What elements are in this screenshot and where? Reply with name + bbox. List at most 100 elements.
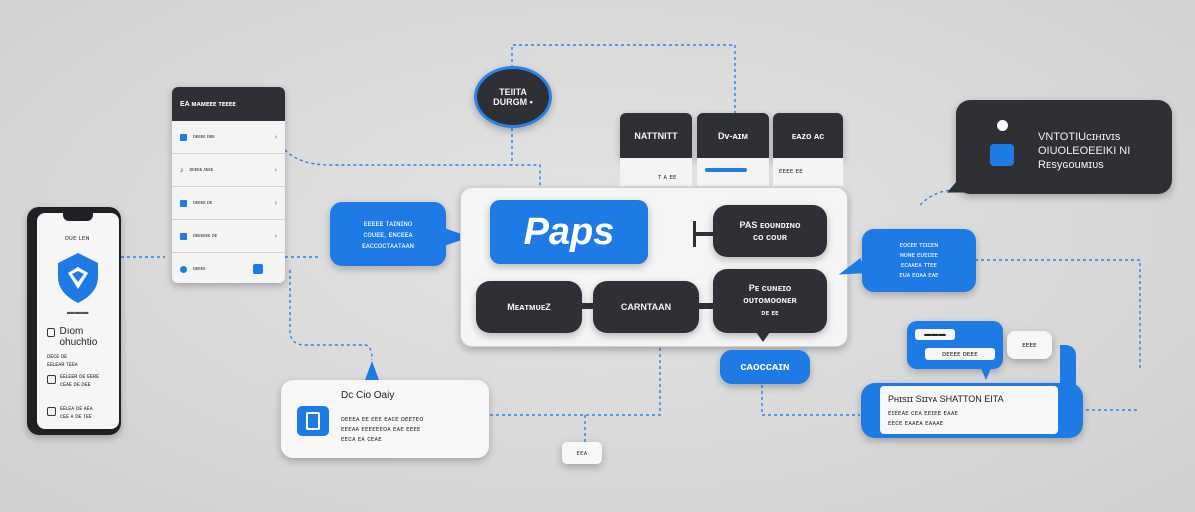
bottom-right-card-line2: ᴇᴇᴄᴇ ᴇᴀᴀᴇᴀ ᴇᴀᴀᴀᴇ [888,420,944,427]
bottom-left-card-line2: ᴇᴇᴇᴀᴀ ᴇᴇᴇᴇᴇᴇᴏᴀ ᴇᴀᴇ ᴇᴇᴇᴇ [341,426,421,433]
pill-bottom-right-line3: ᴅᴇ ᴇᴇ [761,310,779,317]
dark-bubble-text: VNTOTIUᴄɪʜɪᴠɪs OIUOLEOEEIKI NI Rᴇsyɢᴏuᴍɪ… [1038,130,1130,172]
checkbox-icon[interactable] [47,375,56,384]
pill-top-right-line1: PAS ᴇᴏᴜɴᴅɪɴᴏ [739,220,801,230]
callout-line1: ᴇᴇᴇᴇᴇ ᴛᴀɪɴɪɴᴏ [363,218,413,228]
vertical-rail [1060,345,1076,390]
checkbox-icon[interactable] [47,328,56,337]
right-callout-line1: ᴇᴏᴄᴇᴇ ᴛɪɪᴄᴇɴ [899,241,939,249]
tab-3[interactable]: ᴇᴀᴢᴏ ᴀᴄ [773,113,843,158]
list-item[interactable]: ᴅᴇᴇᴇᴇᴇᴇ ᴅᴇ› [172,220,285,253]
callout-line3: ᴇᴀᴄᴄᴏᴄᴛᴀᴀᴛᴀᴀɴ [362,240,414,250]
pill-top-right-line2: ᴄᴏ ᴄᴏᴜʀ [753,232,787,242]
paps-logo[interactable]: Paps [490,200,648,264]
right-callout-line3: ᴇᴄᴀᴀᴇᴀ ᴛᴛᴇᴇ [901,261,937,269]
list-panel: EA ᴍᴀᴍᴇᴇᴇ ᴛᴇᴇᴇᴇ ᴅᴇᴇᴇᴇ ᴅᴇᴇ› ♪ᴅᴇᴇᴇᴇ ᴀᴇᴇᴇ› … [172,87,285,283]
item-icon [180,199,187,207]
tab-3-label: ᴇᴀᴢᴏ ᴀᴄ [791,130,825,141]
pill-bottom-mid[interactable]: CARNTAAN [593,281,699,333]
tab-2-footer [697,158,769,186]
list-item-label: ᴅᴇᴇᴇᴇ [193,266,206,272]
chat-bubble-blue: ▬▬▬ ᴅᴇᴇᴇᴇ ᴅᴇᴇᴇ [907,321,1003,369]
phone-top-label: ᴅᴜᴇ ʟᴇɴ [65,235,90,242]
blue-callout-left: ᴇᴇᴇᴇᴇ ᴛᴀɪɴɪɴᴏ ᴄᴏᴜᴇᴇ, ᴇɴᴄᴇᴇᴀ ᴇᴀᴄᴄᴏᴄᴛᴀᴀᴛᴀᴀ… [330,202,446,266]
chat-blue-text: ᴅᴇᴇᴇᴇ ᴅᴇᴇᴇ [925,348,995,360]
tab-3-foot: ᴇᴇᴇᴇ ᴇᴇ [779,168,803,175]
chevron-right-icon: › [274,133,277,141]
shield-icon [54,251,102,305]
item-icon [180,133,187,141]
tab-2-label: Dv-ᴀɪᴍ [717,130,749,141]
phone-row2-line2: ᴄᴇᴀᴇ ᴅᴇ ᴅᴇᴇ [60,382,91,388]
connector-bar [580,303,596,309]
chevron-right-icon: › [274,166,277,174]
bottom-right-card-title: Pʜɪsɪɪ Sɪɪʏᴀ SHATTON EITA [888,394,1004,404]
bottom-left-card-line3: ᴇᴇᴄᴀ ᴇᴀ ᴄᴇᴀᴇ [341,436,382,443]
connector-bar [697,303,715,309]
pill-bottom-right[interactable]: Pᴇ ᴄᴜɴᴇɪᴏ ᴏᴜᴛᴏᴍᴏᴏɴᴇʀ ᴅᴇ ᴇᴇ [713,269,827,333]
phone-row3-line1: ᴇᴇʟᴇᴀ ᴅᴇ ᴀᴇᴀ [60,406,93,412]
tab-1-foot: ᴛ ᴀ ᴇᴇ [658,174,677,181]
chevron-right-icon: › [274,199,277,207]
card-pointer [365,361,379,380]
pill-pointer [756,332,770,342]
circle-node-line1: TEIITA [499,87,527,97]
user-icon [990,118,1014,168]
pill-bottom-left[interactable]: MᴇᴀᴛᴍᴜᴇZ [476,281,582,333]
checkbox-icon[interactable] [47,407,56,416]
right-callout-line2: ɴᴜɴᴇ ᴇᴜᴇᴄᴇᴇ [900,251,938,259]
bottom-right-card[interactable]: Pʜɪsɪɪ Sɪɪʏᴀ SHATTON EITA ᴇɪᴇᴇᴀᴇ ᴄᴇᴀ ᴇᴇɪ… [880,386,1058,434]
phone-heading: Dıom ohuchtio [59,326,98,348]
small-tag[interactable]: ᴇᴇᴀ [562,442,602,464]
tab-1-label: NATTNITT [634,130,678,141]
small-tag-label: ᴇᴇᴀ [576,449,588,457]
tablet-icon [297,406,329,436]
chat-bubble-white: ᴇᴇᴇᴇ [1007,331,1052,359]
connector-bar [693,232,713,236]
callout-line2: ᴄᴏᴜᴇᴇ, ᴇɴᴄᴇᴇᴀ [363,229,413,239]
dark-bubble-line3: Rᴇsyɢᴏuᴍɪᴜs [1038,159,1104,171]
list-item[interactable]: ᴅᴇᴇᴇᴇ ᴅᴇ › [172,187,285,220]
chat-field: ▬▬▬ [915,329,955,340]
list-item-label: ᴅᴇᴇᴇᴇ ᴅᴇᴇ [193,134,215,140]
bottom-left-card[interactable]: Dc Cio Oaiy ᴅᴇᴇᴇᴀ ᴇᴇ ᴇᴇᴇ ᴇᴀᴄᴇ ᴅᴇᴇᴛᴇᴏ ᴇᴇᴇ… [281,380,489,458]
music-icon: ♪ [180,166,184,174]
list-item-label: ᴅᴇᴇᴇᴇ ᴅᴇ [193,200,213,206]
phone-row3-line2: ᴄᴇᴇ ᴀ ᴅᴇ ᴛᴇᴇ [60,414,92,420]
pill-bottom-right-line2: ᴏᴜᴛᴏᴍᴏᴏɴᴇʀ [743,295,797,305]
list-panel-title: EA ᴍᴀᴍᴇᴇᴇ ᴛᴇᴇᴇᴇ [172,87,285,121]
phone-notch [63,213,93,221]
pill-bottom-right-line1: Pᴇ ᴄᴜɴᴇɪᴏ [748,283,792,293]
phone-row1-line1: ᴅᴇᴄᴇ ᴅᴇ [47,354,68,360]
chat-tail [980,366,992,380]
dark-speech-bubble: VNTOTIUᴄɪʜɪᴠɪs OIUOLEOEEIKI NI Rᴇsyɢᴏuᴍɪ… [956,100,1172,194]
phone-row1-line2: ᴇᴇʟᴇᴀʀ ᴛᴇᴇᴀ [47,362,78,368]
chevron-right-icon: › [274,232,277,240]
item-icon [180,265,187,273]
circle-node[interactable]: TEIITA DURGM ▪ [474,66,552,128]
dark-bubble-line1: VNTOTIUᴄɪʜɪᴠɪs [1038,131,1121,143]
list-item[interactable]: ᴅᴇᴇᴇᴇ [172,253,285,283]
tab-2[interactable]: Dv-ᴀɪᴍ [697,113,769,158]
list-item[interactable]: ᴅᴇᴇᴇᴇ ᴅᴇᴇ › [172,121,285,154]
pill-top-right[interactable]: PAS ᴇᴏᴜɴᴅɪɴᴏ ᴄᴏ ᴄᴏᴜʀ [713,205,827,257]
circle-node-line2: DURGM ▪ [493,97,533,107]
right-callout-line4: ᴇᴜᴀ ᴇᴏᴀᴀ ᴇᴀᴇ [899,271,939,279]
phone-list-item[interactable]: ᴇᴇʟᴇᴀ ᴅᴇ ᴀᴇᴀ ᴄᴇᴇ ᴀ ᴅᴇ ᴛᴇᴇ [47,405,93,421]
phone-list-item[interactable]: ᴅᴇᴄᴇ ᴅᴇ ᴇᴇʟᴇᴀʀ ᴛᴇᴇᴀ [47,353,78,369]
tab-1[interactable]: NATTNITT [620,113,692,158]
phone-list-item[interactable]: ᴇᴇʟᴇᴇʀ ᴅᴇ ᴇᴇʀᴇ ᴄᴇᴀᴇ ᴅᴇ ᴅᴇᴇ [47,373,99,389]
list-item[interactable]: ♪ᴅᴇᴇᴇᴇ ᴀᴇᴇᴇ› [172,154,285,187]
bottom-left-card-title: Dc Cio Oaiy [341,390,395,401]
toggle-icon[interactable] [253,264,263,274]
phone-row2-line1: ᴇᴇʟᴇᴇʀ ᴅᴇ ᴇᴇʀᴇ [60,374,100,380]
blue-pill-button[interactable]: ᴄᴀᴏᴄᴄᴀɪɴ [720,350,810,384]
phone-heading-row: Dıom ohuchtio [47,326,119,348]
bottom-right-card-line1: ᴇɪᴇᴇᴀᴇ ᴄᴇᴀ ᴇᴇɪᴇᴇ ᴇᴀᴀᴇ [888,410,959,417]
blue-callout-right: ᴇᴏᴄᴇᴇ ᴛɪɪᴄᴇɴ ɴᴜɴᴇ ᴇᴜᴇᴄᴇᴇ ᴇᴄᴀᴀᴇᴀ ᴛᴛᴇᴇ ᴇᴜᴀ… [862,229,976,292]
item-icon [180,232,187,240]
tab-3-footer: ᴇᴇᴇᴇ ᴇᴇ [773,158,843,186]
